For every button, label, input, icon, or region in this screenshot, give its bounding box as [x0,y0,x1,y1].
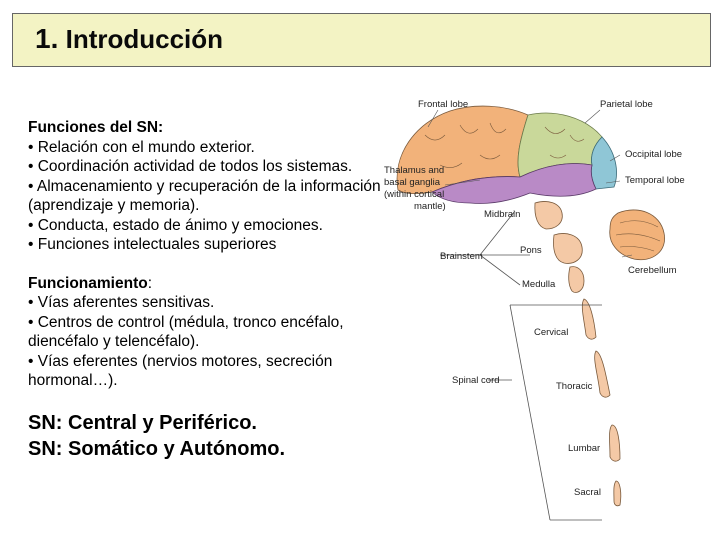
medulla-shape [568,266,585,293]
funcionamiento-colon: : [147,274,153,292]
leader-lines [427,109,633,258]
summary-line: SN: Central y Periférico. [28,411,257,434]
label-occipital: Occipital lobe [625,149,682,160]
label-frontal: Frontal lobe [418,99,468,110]
label-cervical: Cervical [534,327,568,338]
funcionamiento-item: • Vías eferentes (nervios motores, secre… [28,352,333,390]
label-spinal-cord: Spinal cord [452,375,500,386]
label-sacral: Sacral [574,487,601,498]
label-thoracic: Thoracic [556,381,593,392]
lumbar-segment [609,424,621,462]
label-thalamus-4: mantle) [414,201,446,212]
spinal-bracket [488,304,602,521]
page-title: 1. Introducción [35,23,223,55]
brainstem-bracket [440,210,530,286]
funciones-item: • Coordinación actividad de todos los si… [28,158,353,175]
title-number: 1. [35,23,59,54]
label-thalamus-3: (within cortical [384,189,444,200]
funciones-heading: Funciones del SN: [28,119,164,136]
funciones-item: • Relación con el mundo exterior. [28,138,255,156]
label-brainstem: Brainstem [440,251,483,262]
label-lumbar: Lumbar [568,443,600,454]
brain-gyri [424,122,585,168]
pons-shape [553,233,583,264]
thoracic-segment [594,350,611,398]
funciones-item: • Funciones intelectuales superiores [28,236,277,253]
funciones-item: • Conducta, estado de ánimo y emociones. [28,216,323,234]
title-banner: 1. Introducción [12,13,711,67]
temporal-lobe-shape [431,163,597,204]
funcionamiento-heading: Funcionamiento [28,274,148,292]
label-cerebellum: Cerebellum [628,265,677,276]
label-midbrain: Midbrain [484,209,520,220]
funcionamiento-item: • Vías aferentes sensitivas. [28,294,215,311]
summary-line: SN: Somático y Autónomo. [28,437,286,460]
label-thalamus-2: basal ganglia [384,177,441,188]
label-pons: Pons [520,245,542,256]
label-medulla: Medulla [522,279,556,290]
nervous-system-figure: Frontal lobe Parietal lobe Occipital lob… [384,99,685,521]
label-temporal: Temporal lobe [625,175,685,186]
funciones-item: • Almacenamiento y recuperación de la in… [28,177,381,215]
cervical-segment [581,298,597,340]
funcionamiento-heading-line: Funcionamiento: [28,274,388,294]
cerebellum-folia [615,220,661,252]
title-text: Introducción [65,24,224,54]
brain-illustration [396,105,617,204]
label-parietal: Parietal lobe [600,99,653,110]
midbrain-shape [534,201,563,230]
cerebellum-shape [609,209,665,261]
funcionamiento-item: • Centros de control (médula, tronco enc… [28,313,344,351]
label-thalamus-1: Thalamus and [384,165,444,176]
sacral-segment [613,480,622,507]
text-column: Funciones del SN: • Relación con el mund… [28,118,388,462]
